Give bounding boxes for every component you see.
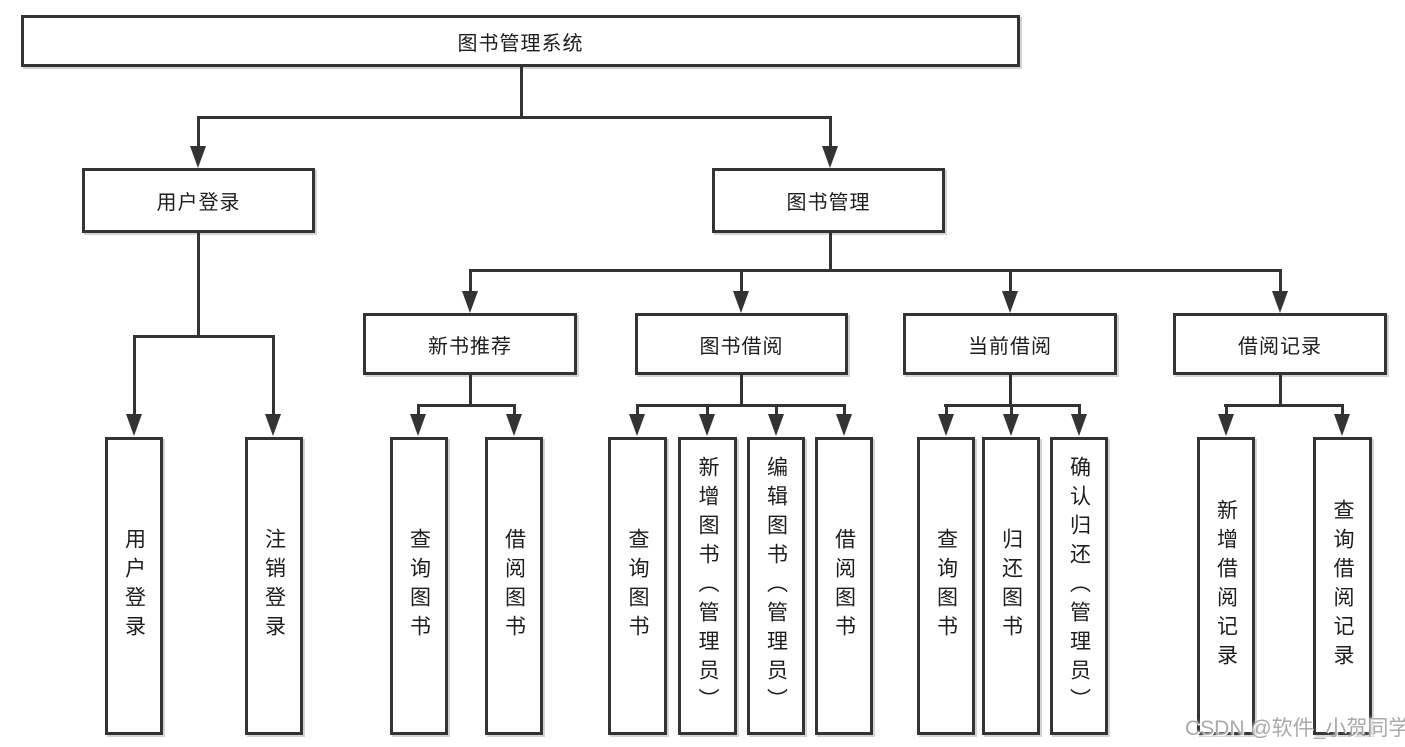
connector-leaf <box>945 404 948 416</box>
leaf-query-books-current: 查询图书 <box>917 437 975 735</box>
node-book-borrowing: 图书借阅 <box>635 313 848 375</box>
connector-bar-borrowing-records <box>1224 404 1343 407</box>
leaf-add-borrow-record: 新增借阅记录 <box>1197 437 1255 735</box>
node-borrowing-records-label: 借阅记录 <box>1238 335 1322 358</box>
connector-book-borrowing-stem <box>740 375 743 406</box>
arrow-down-icon <box>506 414 522 436</box>
connector-leaf <box>636 404 639 416</box>
arrow-down-icon <box>733 291 749 313</box>
leaf-query-books-recommend-label: 查询图书 <box>407 528 431 644</box>
connector-leaf <box>417 404 420 416</box>
connector-current-borrowing-stem <box>1009 375 1012 406</box>
leaf-query-books-current-label: 查询图书 <box>934 528 958 644</box>
connector-to-leaf-user-login <box>133 335 136 415</box>
arrow-down-icon <box>768 414 784 436</box>
arrow-down-icon <box>836 414 852 436</box>
connector-root-stem <box>520 67 523 117</box>
connector-to-current-borrowing <box>1009 269 1012 292</box>
leaf-borrow-books-recommend-label: 借阅图书 <box>502 528 526 644</box>
leaf-add-books-admin-label: 新增图书（管理员） <box>696 455 719 717</box>
node-current-borrowing-label: 当前借阅 <box>968 335 1052 358</box>
connector-borrowing-records-stem <box>1279 375 1282 406</box>
leaf-edit-books-admin: 编辑图书（管理员） <box>747 437 805 735</box>
leaf-user-login: 用户登录 <box>105 437 163 735</box>
node-user-login: 用户登录 <box>82 168 315 233</box>
node-book-borrowing-label: 图书借阅 <box>699 335 784 358</box>
arrow-down-icon <box>190 146 206 168</box>
connector-bar-book-borrowing <box>636 404 846 407</box>
node-borrowing-records: 借阅记录 <box>1173 313 1387 375</box>
node-current-borrowing: 当前借阅 <box>903 313 1117 375</box>
connector-bar-new-book-recommend <box>417 404 516 407</box>
connector-leaf <box>706 404 709 416</box>
leaf-query-books-recommend: 查询图书 <box>390 437 448 735</box>
leaf-edit-books-admin-label: 编辑图书（管理员） <box>764 455 788 717</box>
connector-user-login-stem <box>197 233 200 336</box>
connector-user-login-bar <box>133 335 275 338</box>
connector-leaf <box>843 404 846 416</box>
leaf-logout-login-label: 注销登录 <box>262 528 286 644</box>
leaf-return-books: 归还图书 <box>982 437 1040 735</box>
node-user-login-label: 用户登录 <box>156 192 241 214</box>
leaf-query-borrow-record: 查询借阅记录 <box>1313 437 1372 735</box>
leaf-query-books-borrowing: 查询图书 <box>608 437 667 735</box>
leaf-borrow-books-recommend: 借阅图书 <box>485 437 543 735</box>
arrow-down-icon <box>410 414 426 436</box>
node-new-book-recommend: 新书推荐 <box>363 313 577 375</box>
arrow-down-icon <box>1002 291 1018 313</box>
connector-to-book-borrowing <box>740 269 743 292</box>
connector-to-borrowing-records <box>1279 269 1282 292</box>
leaf-add-borrow-record-label: 新增借阅记录 <box>1214 499 1238 673</box>
leaf-borrow-books-borrowing-label: 借阅图书 <box>832 528 856 644</box>
node-book-management: 图书管理 <box>712 168 945 233</box>
connector-new-book-recommend-stem <box>469 375 472 406</box>
leaf-confirm-return-admin-label: 确认归还（管理员） <box>1067 455 1091 717</box>
connector-leaf <box>1341 404 1344 416</box>
leaf-add-books-admin: 新增图书（管理员） <box>678 437 737 735</box>
arrow-down-icon <box>629 414 645 436</box>
arrow-down-icon <box>1272 291 1288 313</box>
leaf-logout-login: 注销登录 <box>245 437 303 735</box>
leaf-confirm-return-admin: 确认归还（管理员） <box>1050 437 1108 735</box>
connector-to-book-management <box>829 116 832 147</box>
node-root-label: 图书管理系统 <box>457 32 584 55</box>
connector-level3-bar <box>469 269 1282 272</box>
arrow-down-icon <box>938 414 954 436</box>
node-root: 图书管理系统 <box>21 15 1020 67</box>
connector-leaf <box>1010 404 1013 416</box>
leaf-return-books-label: 归还图书 <box>999 528 1023 644</box>
arrow-down-icon <box>265 414 281 436</box>
leaf-query-books-borrowing-label: 查询图书 <box>626 528 649 644</box>
node-book-management-label: 图书管理 <box>786 192 871 214</box>
arrow-down-icon <box>1071 414 1087 436</box>
arrow-down-icon <box>699 414 715 436</box>
arrow-down-icon <box>1334 414 1350 436</box>
connector-leaf <box>775 404 778 416</box>
leaf-borrow-books-borrowing: 借阅图书 <box>815 437 873 735</box>
connector-to-leaf-logout <box>272 335 275 415</box>
arrow-down-icon <box>126 414 142 436</box>
leaf-user-login-label: 用户登录 <box>122 528 146 644</box>
arrow-down-icon <box>822 146 838 168</box>
leaf-query-borrow-record-label: 查询借阅记录 <box>1331 499 1354 673</box>
csdn-watermark: CSDN @软件_小贺同学 <box>1185 717 1405 740</box>
arrow-down-icon <box>1003 414 1019 436</box>
connector-leaf <box>513 404 516 416</box>
arrow-down-icon <box>1218 414 1234 436</box>
connector-to-new-book-recommend <box>469 269 472 292</box>
node-new-book-recommend-label: 新书推荐 <box>428 335 512 358</box>
connector-root-bar <box>197 116 832 119</box>
connector-leaf <box>1078 404 1081 416</box>
arrow-down-icon <box>462 291 478 313</box>
connector-leaf <box>1225 404 1228 416</box>
connector-book-management-stem <box>829 233 832 272</box>
connector-to-user-login <box>197 116 200 147</box>
